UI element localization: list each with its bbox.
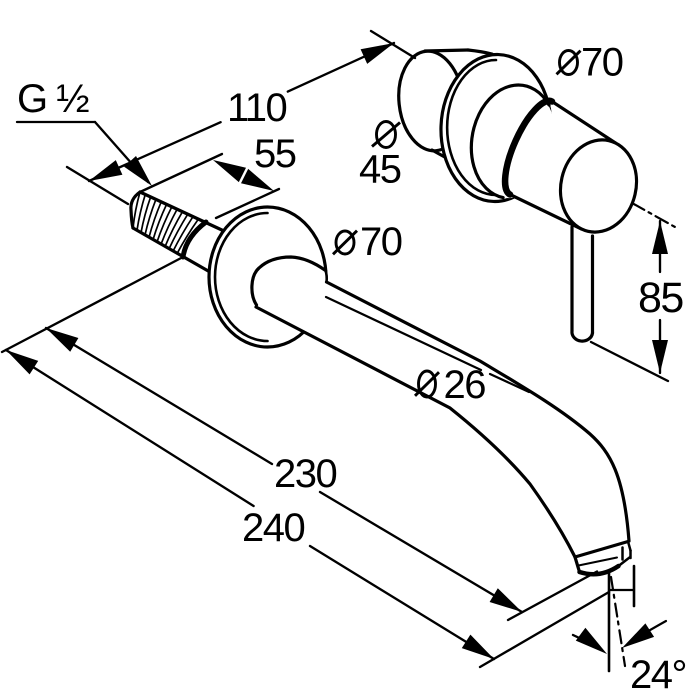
svg-text:55: 55 [254,132,296,176]
svg-text:110: 110 [227,86,287,130]
svg-text:240: 240 [242,506,304,550]
svg-text:26: 26 [444,363,486,407]
svg-text:45: 45 [359,148,401,192]
svg-text:24°: 24° [630,653,686,697]
svg-text:70: 70 [581,41,623,85]
svg-text:G ½: G ½ [17,77,89,121]
svg-text:85: 85 [638,274,683,322]
svg-text:70: 70 [360,220,402,264]
svg-text:230: 230 [274,452,336,496]
